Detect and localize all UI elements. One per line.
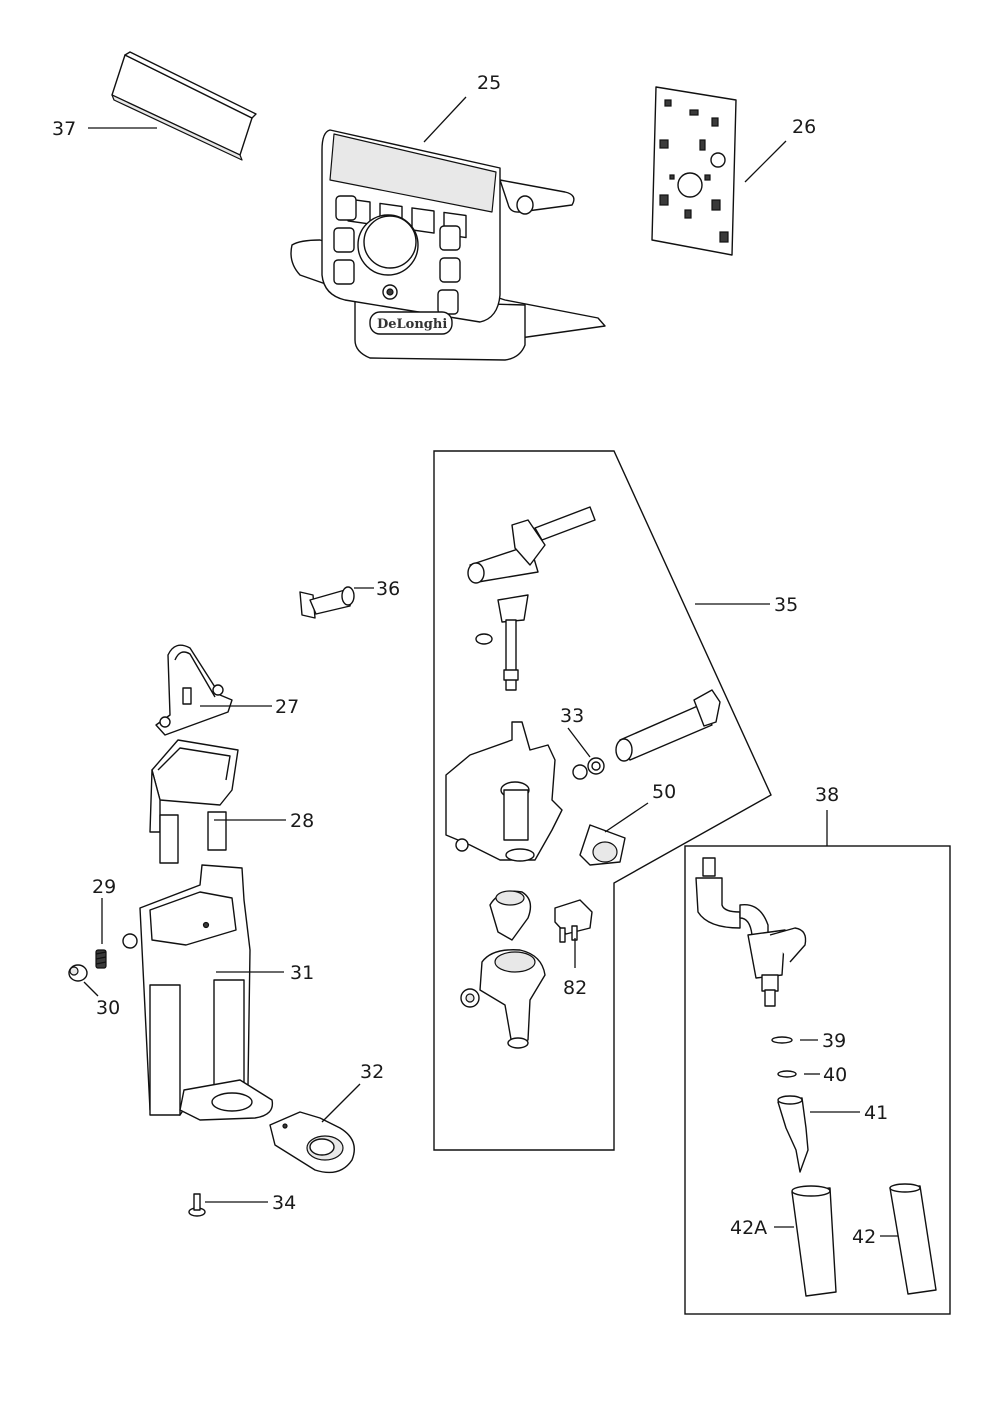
group-38-outline [684,845,951,1315]
label-35: 35 [774,594,798,616]
part-35-lever [615,689,721,762]
part-40-oring [777,1070,797,1078]
label-28: 28 [290,810,314,832]
leader-25 [423,96,467,143]
label-36: 36 [376,578,400,600]
label-27: 27 [275,696,299,718]
leader-26 [744,140,787,183]
part-42-sleeve [889,1183,937,1295]
part-29-spring [95,949,107,969]
part-82-microswitch [554,899,593,943]
label-38: 38 [815,784,839,806]
part-33-orings [572,757,605,780]
leader-33 [567,727,591,758]
part-35-outlet [460,949,546,1049]
label-40: 40 [823,1064,847,1086]
part-28-holder [149,739,239,864]
part-35-valve-body [445,721,563,862]
label-32: 32 [360,1061,384,1083]
part-42a-sleeve [791,1185,837,1297]
part-41-nozzle [777,1095,809,1173]
label-39: 39 [822,1030,846,1052]
part-30-cap [68,964,88,982]
label-25: 25 [477,72,501,94]
label-30: 30 [96,997,120,1019]
label-31: 31 [290,962,314,984]
part-31-frame [122,864,274,1121]
part-36-connector [299,586,355,619]
label-29: 29 [92,876,116,898]
part-32-plate [269,1111,355,1174]
label-50: 50 [652,781,676,803]
part-25-control-panel: DeLonghi [290,129,606,361]
label-37: 37 [52,118,76,140]
part-34-screw [188,1193,206,1217]
label-34: 34 [272,1192,296,1214]
part-50-clip [579,824,626,866]
part-26-circuit-board [651,86,737,256]
part-39-oring [771,1036,793,1044]
label-41: 41 [864,1102,888,1124]
part-27-bracket [155,644,233,736]
group-35-outline [433,450,772,1151]
brand-logo: DeLonghi [377,317,447,332]
label-33: 33 [560,705,584,727]
leader-32 [321,1083,361,1123]
label-26: 26 [792,116,816,138]
part-35-nozzle [489,890,532,941]
part-35-gear-spindle [497,594,529,691]
label-42a: 42A [730,1217,767,1239]
leader-50 [604,802,649,833]
leader-30 [83,981,99,997]
part-38-tube-assembly [695,857,807,1007]
part-35-shaft-assembly [467,506,596,584]
part-37-cover [111,51,257,161]
part-35-oring [475,633,493,645]
label-42: 42 [852,1226,876,1248]
label-82: 82 [563,977,587,999]
